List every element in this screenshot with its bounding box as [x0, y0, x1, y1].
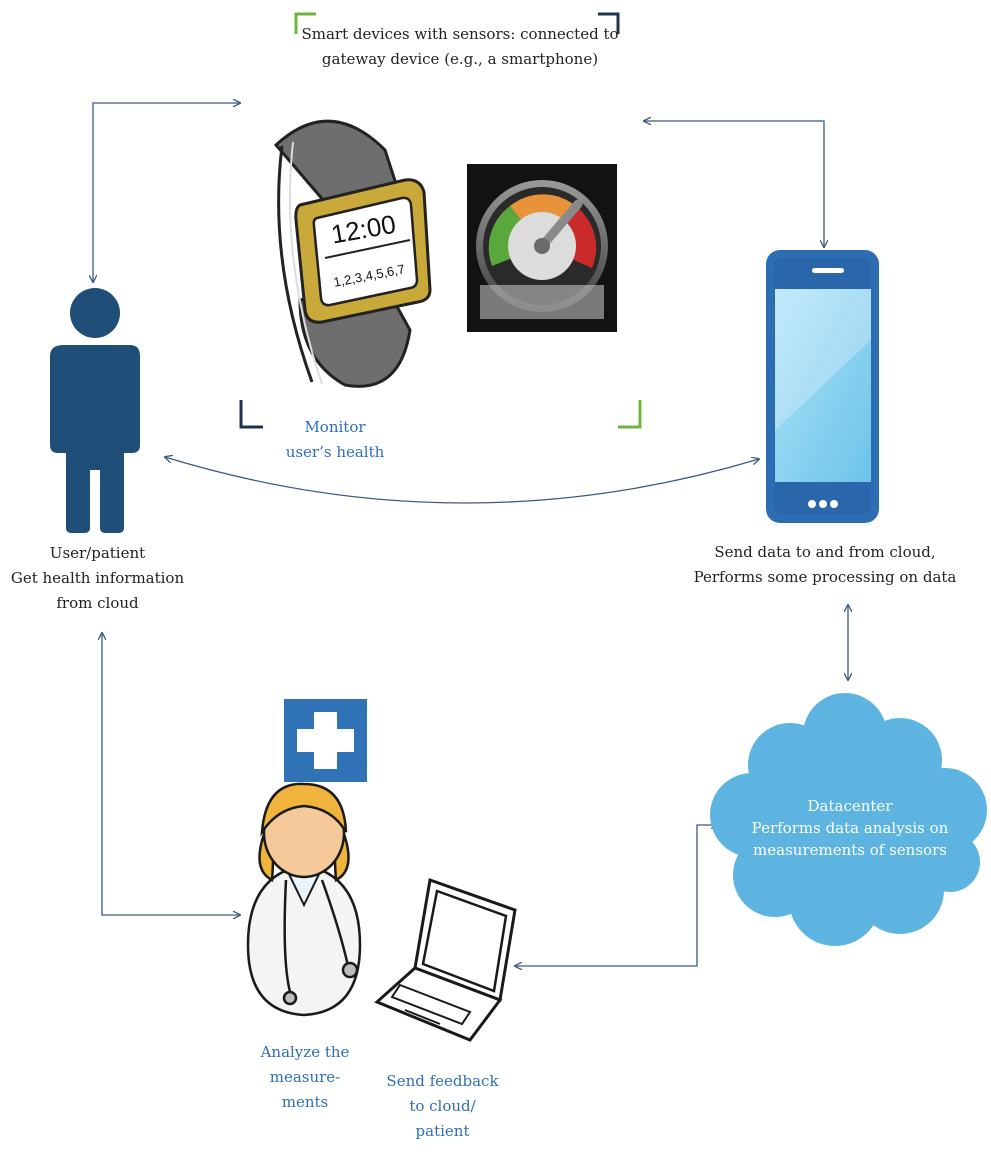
connector-phone-to-gauge: [644, 121, 824, 247]
connector-person-to-doctor: [102, 633, 240, 915]
person-icon: [50, 288, 140, 533]
smartwatch-icon: 12:00 1,2,3,4,5,6,7: [273, 119, 432, 388]
laptop-icon: [374, 877, 517, 1042]
monitor-label: Monitor user’s health: [285, 418, 385, 461]
connector-person-to-watch: [93, 103, 240, 282]
user-label: User/patient Get health information from…: [10, 544, 185, 612]
smartphone-icon: [766, 250, 879, 523]
cloud-icon: [710, 693, 987, 946]
feedback-label: Send feedback to cloud/ patient: [386, 1072, 499, 1140]
sensor-group-brackets: [239, 12, 642, 429]
analyze-label: Analyze the measure- ments: [260, 1043, 350, 1111]
connector-cloud-to-laptop: [515, 825, 718, 966]
gauge-icon: [467, 164, 617, 332]
connector-person-phone-arc: [165, 457, 759, 504]
datacenter-label: Datacenter Performs data analysis on mea…: [751, 797, 949, 859]
medical-cross-icon: [284, 699, 367, 782]
gateway-label: Send data to and from cloud, Performs so…: [693, 543, 957, 586]
doctor-icon: [246, 782, 362, 1017]
sensors-label: Smart devices with sensors: connected to…: [301, 25, 619, 68]
